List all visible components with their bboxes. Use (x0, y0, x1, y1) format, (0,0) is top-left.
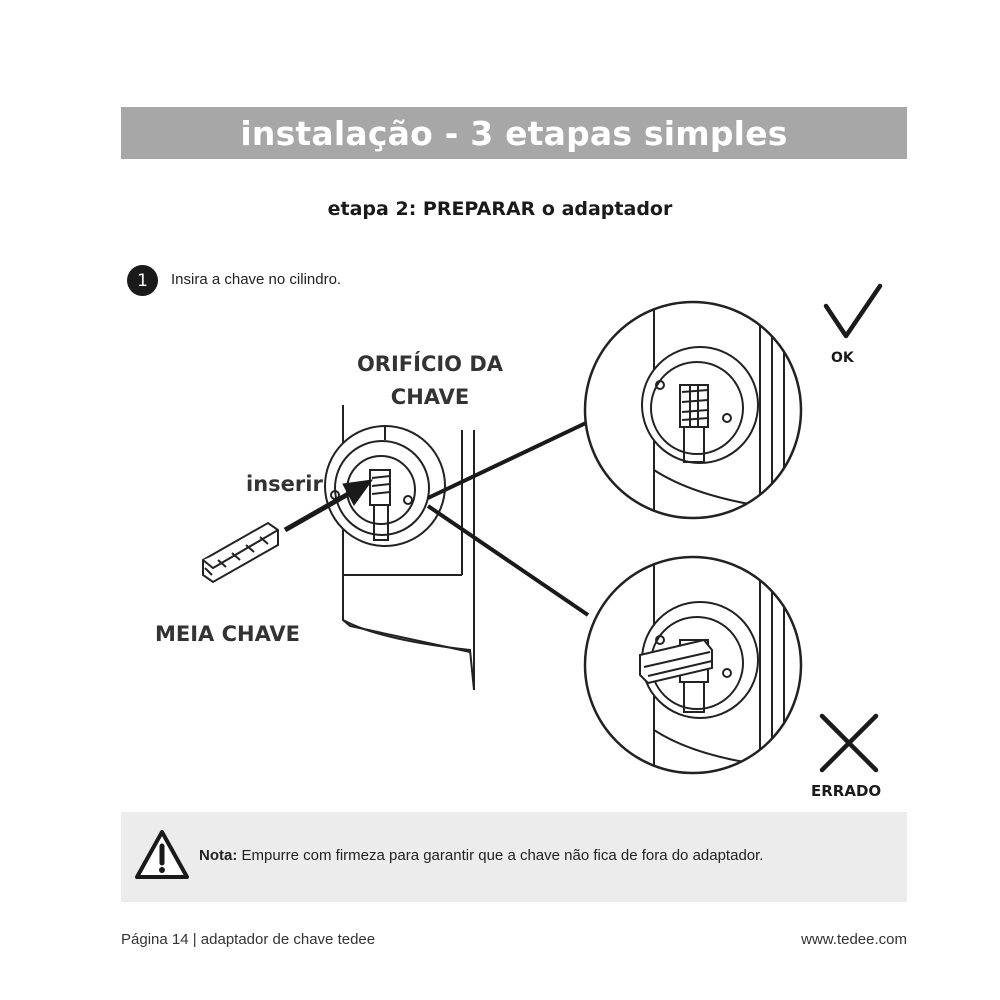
connector-lines (426, 420, 590, 617)
insert-arrow (283, 479, 374, 533)
header-band: instalação - 3 etapas simples (121, 107, 907, 159)
note-box: Nota: Empurre com firmeza para garantir … (121, 812, 907, 902)
note-label: Nota: (199, 847, 238, 864)
ok-label: OK (831, 350, 854, 366)
step-title: etapa 2: PREPARAR o adaptador (327, 198, 673, 220)
keyhole-label-line1: ORIFÍCIO DA (356, 352, 504, 376)
keyhole-label-line2: CHAVE (390, 385, 470, 409)
note-text: Nota: Empurre com firmeza para garantir … (199, 847, 763, 864)
cross-mark-icon (819, 713, 879, 773)
keyhole-label: ORIFÍCIO DA CHAVE (330, 348, 530, 414)
zoom-wrong-detail (583, 555, 803, 775)
half-key-label: MEIA CHAVE (155, 622, 301, 646)
step-number-badge: 1 (127, 265, 158, 296)
half-key-drawing (202, 521, 279, 584)
warning-triangle-icon (135, 830, 189, 879)
footer-website: www.tedee.com (801, 931, 907, 948)
door-cylinder-drawing (324, 405, 475, 691)
insert-label: inserir (246, 472, 323, 496)
wrong-label: ERRADO (811, 782, 882, 800)
check-mark-icon (823, 283, 883, 339)
page-title: instalação - 3 etapas simples (240, 113, 788, 153)
zoom-correct-detail (583, 300, 803, 520)
footer-page-info: Página 14 | adaptador de chave tedee (121, 931, 376, 948)
instruction-text: Insira a chave no cilindro. (171, 271, 342, 288)
note-body: Empurre com firmeza para garantir que a … (237, 847, 764, 864)
